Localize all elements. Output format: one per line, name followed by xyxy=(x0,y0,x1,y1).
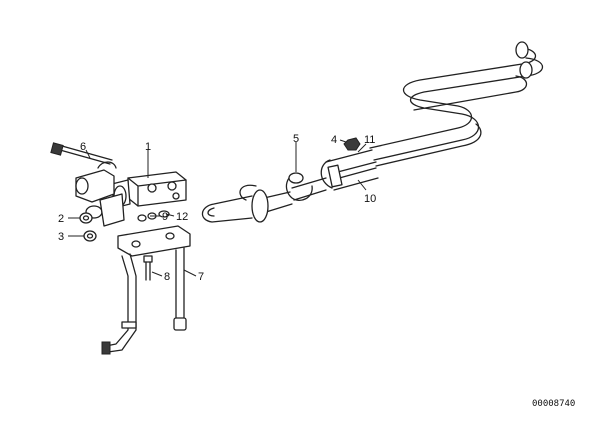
callout-10: 10 xyxy=(364,193,376,205)
left-fitting xyxy=(50,142,125,227)
callout-4: 4 xyxy=(331,134,337,146)
flange-plate xyxy=(117,225,191,257)
callout-1: 1 xyxy=(145,141,151,153)
callout-9: 9 xyxy=(162,211,168,223)
callout-11: 11 xyxy=(364,134,375,146)
hose-line xyxy=(201,172,327,223)
cooler-coil xyxy=(369,41,544,167)
callout-2: 2 xyxy=(58,213,64,225)
callout-8: 8 xyxy=(164,271,170,283)
bolt xyxy=(143,255,153,281)
callout-labels: 1 2 3 4 5 6 7 8 9 10 11 12 xyxy=(58,133,376,283)
callout-7: 7 xyxy=(198,271,204,283)
leader-lines xyxy=(68,139,367,277)
return-pipe xyxy=(101,253,137,355)
washers xyxy=(79,212,97,242)
callout-12: 12 xyxy=(176,211,188,223)
callout-5: 5 xyxy=(293,133,299,145)
nut xyxy=(343,137,361,151)
callout-6: 6 xyxy=(80,141,86,153)
callout-3: 3 xyxy=(58,231,64,243)
reference-code: 00008740 xyxy=(532,399,575,409)
pipe-pair xyxy=(320,149,379,191)
feed-pipe xyxy=(173,247,187,331)
